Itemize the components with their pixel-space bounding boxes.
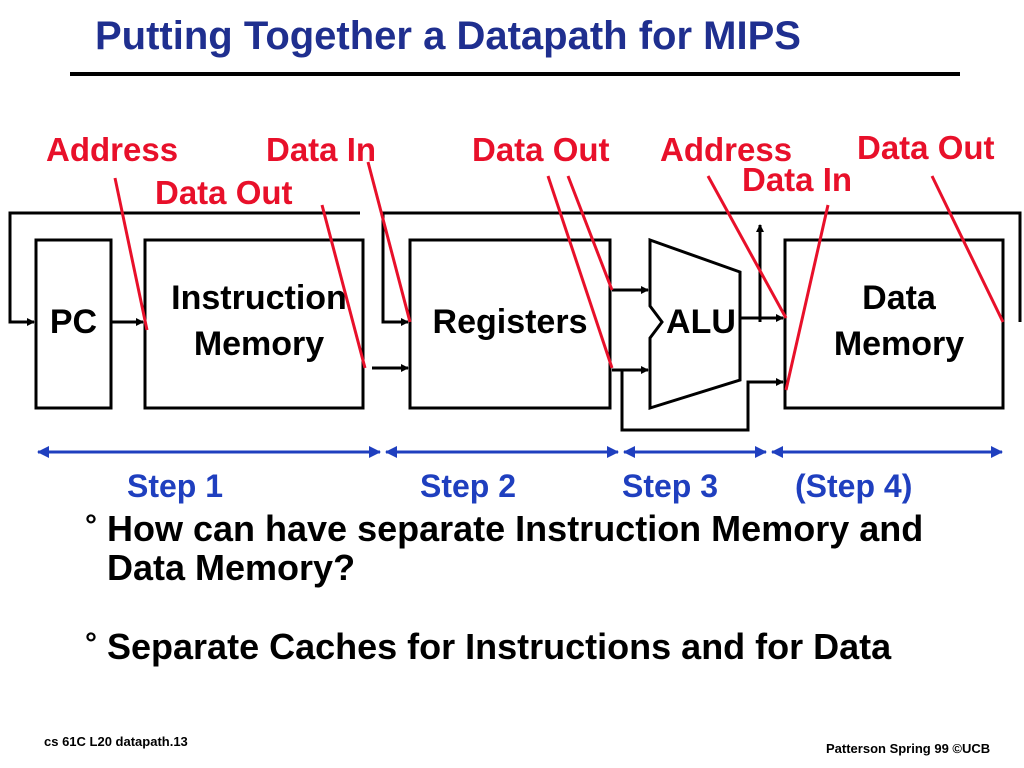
instruction-memory-line1: Instruction bbox=[171, 279, 347, 317]
registers-box bbox=[408, 238, 612, 410]
slide-title: Putting Together a Datapath for MIPS bbox=[95, 14, 801, 58]
bullet-2-marker: ° bbox=[85, 627, 97, 660]
footer-right: Patterson Spring 99 ©UCB bbox=[826, 741, 991, 756]
im-data-in-callout bbox=[366, 161, 412, 323]
step-3-label: Step 3 bbox=[622, 468, 719, 504]
step-1-label: Step 1 bbox=[127, 468, 224, 504]
im-data-out-label: Data Out bbox=[155, 174, 293, 211]
instruction-memory-box bbox=[143, 238, 365, 410]
dm-address-label: Address bbox=[660, 131, 793, 168]
footer-left: cs 61C L20 datapath.13 bbox=[44, 734, 188, 749]
reg-to-dm-datain-wire bbox=[620, 370, 784, 432]
step-4-label: (Step 4) bbox=[795, 468, 913, 504]
bullet-2-text: Separate Caches for Instructions and for… bbox=[107, 626, 892, 667]
step-2-label: Step 2 bbox=[420, 468, 517, 504]
data-memory-line2: Memory bbox=[833, 324, 965, 363]
reg-data-out-label: Data Out bbox=[472, 131, 610, 168]
reg-data-out-callout-1 bbox=[546, 175, 614, 369]
dm-data-out-callout bbox=[930, 175, 1005, 323]
dm-data-in-label: Data In bbox=[742, 161, 853, 198]
data-memory-label: Data Memory bbox=[785, 276, 1013, 368]
registers-label: Registers bbox=[432, 303, 588, 341]
title-underline bbox=[70, 72, 960, 76]
im-address-callout bbox=[113, 177, 149, 331]
dm-data-in-callout bbox=[784, 204, 830, 391]
im-address-label: Address bbox=[46, 131, 179, 168]
writeback-feedback-wire bbox=[381, 211, 1022, 326]
im-data-in-label: Data In bbox=[266, 131, 377, 168]
pc-label: PC bbox=[49, 303, 98, 341]
data-memory-line1: Data bbox=[862, 279, 936, 317]
pc-feedback-wire bbox=[8, 211, 360, 326]
instruction-memory-line2: Memory bbox=[193, 324, 325, 363]
dm-address-callout bbox=[706, 175, 788, 319]
im-data-out-callout bbox=[320, 204, 367, 369]
dm-data-out-label: Data Out bbox=[857, 129, 995, 166]
bullet-1-text: How can have separate Instruction Memory… bbox=[107, 508, 924, 588]
bullet-1-marker: ° bbox=[85, 509, 97, 542]
reg-data-out-callout-2 bbox=[566, 175, 614, 291]
bullet-2: ° Separate Caches for Instructions and f… bbox=[85, 626, 965, 667]
callout-lines bbox=[113, 161, 1005, 391]
instruction-memory-label: Instruction Memory bbox=[145, 276, 373, 368]
alu-label: ALU bbox=[666, 303, 736, 341]
data-memory-box bbox=[783, 238, 1005, 410]
alu-shape bbox=[648, 237, 742, 411]
bullet-1: ° How can have separate Instruction Memo… bbox=[85, 508, 965, 588]
pc-box bbox=[34, 238, 113, 410]
